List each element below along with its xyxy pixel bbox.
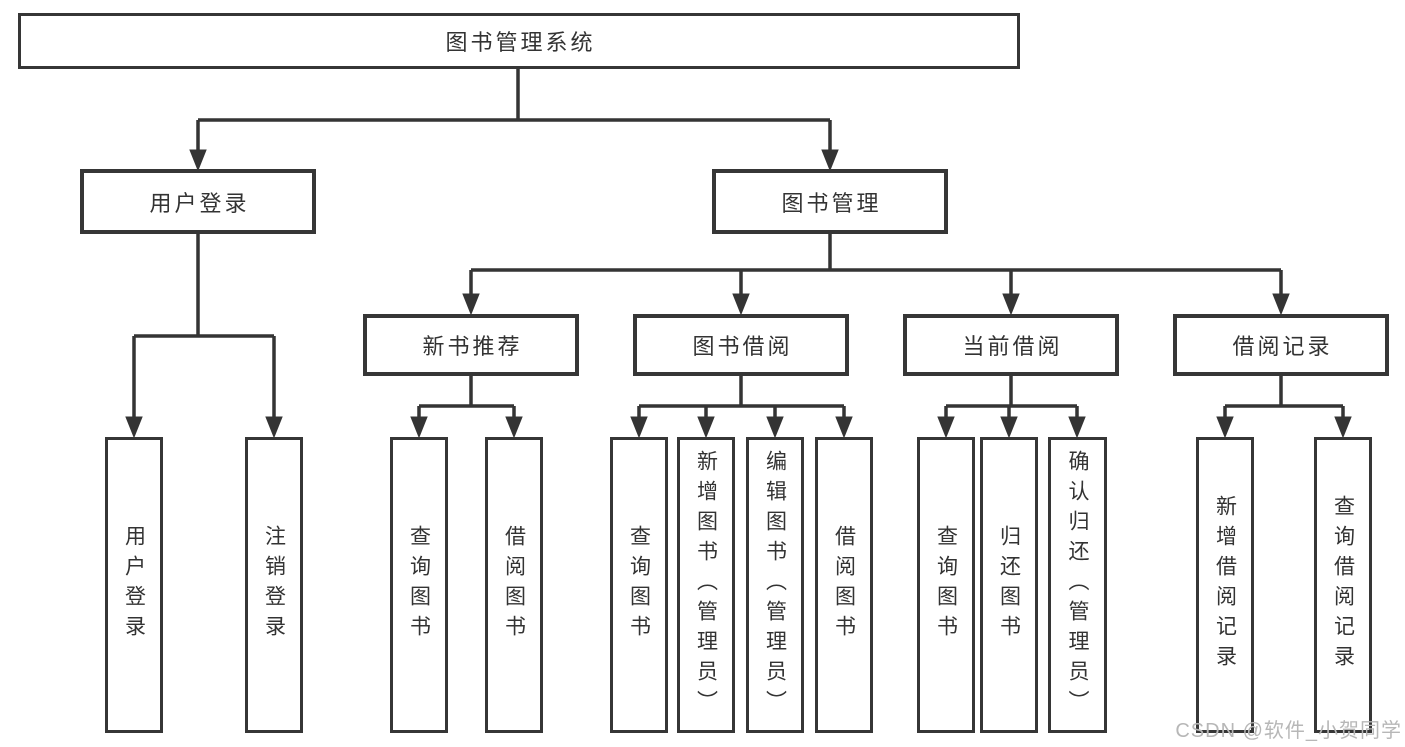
leaf-edit-books-admin: 编辑图书（管理员）	[746, 437, 804, 733]
node-label: 用户登录	[122, 525, 146, 645]
leaf-query-books: 查询图书	[390, 437, 448, 733]
node-book-management: 图书管理	[712, 169, 948, 234]
leaf-logout: 注销登录	[245, 437, 303, 733]
node-new-book-recommendation: 新书推荐	[363, 314, 579, 376]
node-label: 借阅记录	[1232, 334, 1333, 359]
leaf-query-books: 查询图书	[610, 437, 668, 733]
leaf-add-borrow-record: 新增借阅记录	[1196, 437, 1254, 733]
node-label: 新增借阅记录	[1213, 495, 1237, 675]
node-label: 图书管理	[781, 190, 882, 216]
node-label: 借阅图书	[502, 525, 526, 645]
leaf-user-login: 用户登录	[105, 437, 163, 733]
csdn-watermark: CSDN @软件_小贺同学	[1175, 720, 1402, 742]
node-label: 编辑图书（管理员）	[763, 450, 787, 720]
node-label: 查询图书	[627, 525, 651, 645]
node-library-management-system: 图书管理系统	[18, 13, 1020, 69]
leaf-add-books-admin: 新增图书（管理员）	[677, 437, 735, 733]
node-label: 查询图书	[934, 525, 958, 645]
node-label: 归还图书	[997, 525, 1021, 645]
node-label: 注销登录	[262, 525, 286, 645]
leaf-query-borrow-record: 查询借阅记录	[1314, 437, 1372, 733]
node-label: 新增图书（管理员）	[694, 450, 718, 720]
node-label: 图书借阅	[692, 334, 793, 359]
node-current-borrowing: 当前借阅	[903, 314, 1119, 376]
leaf-query-books: 查询图书	[917, 437, 975, 733]
leaf-return-books: 归还图书	[980, 437, 1038, 733]
leaf-borrow-books: 借阅图书	[485, 437, 543, 733]
node-user-login: 用户登录	[80, 169, 316, 234]
node-label: 图书管理系统	[445, 30, 596, 55]
leaf-confirm-return-admin: 确认归还（管理员）	[1048, 437, 1107, 733]
node-label: 借阅图书	[832, 525, 856, 645]
node-label: 新书推荐	[422, 334, 523, 359]
node-label: 当前借阅	[962, 334, 1063, 359]
node-label: 查询图书	[407, 525, 431, 645]
node-label: 用户登录	[149, 190, 250, 216]
node-book-borrowing: 图书借阅	[633, 314, 849, 376]
node-borrowing-records: 借阅记录	[1173, 314, 1389, 376]
node-label: 确认归还（管理员）	[1066, 450, 1089, 720]
node-label: 查询借阅记录	[1331, 495, 1355, 675]
leaf-borrow-books: 借阅图书	[815, 437, 873, 733]
